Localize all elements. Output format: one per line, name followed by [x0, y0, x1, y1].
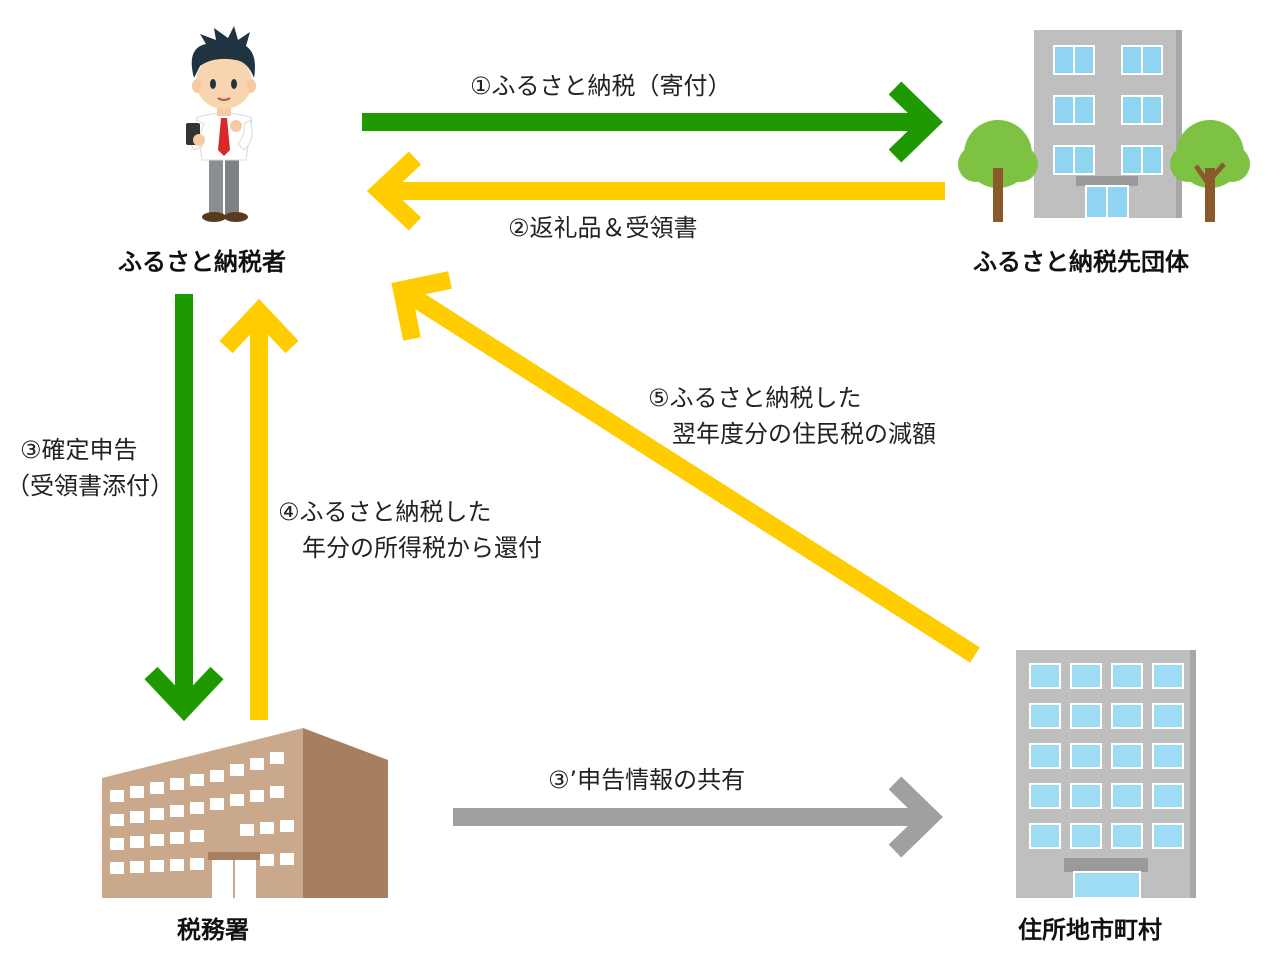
edge-label-e1: ①ふるさと納税（寄付）: [470, 68, 732, 104]
building-window: [1111, 743, 1143, 769]
arrow-e4: [219, 298, 299, 720]
building-window: [1029, 823, 1061, 849]
home-municipality-building-icon: [1016, 650, 1196, 899]
building-window: [1152, 783, 1184, 809]
building-window: [1070, 703, 1102, 729]
arrow-e5: [391, 271, 980, 663]
building-window: [1029, 743, 1061, 769]
arrow-e3: [144, 294, 224, 722]
building-window: [1111, 703, 1143, 729]
donee-building-icon: [1034, 30, 1182, 219]
edge-label-line: 年分の所得税から還付: [278, 534, 542, 562]
arrow-e3p: [453, 776, 943, 858]
building-window: [1070, 783, 1102, 809]
edge-label-line: ④ふるさと納税した: [278, 498, 492, 526]
edge-label-line: ⑤ふるさと納税した: [648, 384, 862, 412]
edge-label-line: ③確定申告: [20, 436, 138, 464]
edge-label-line: ③’申告情報の共有: [548, 766, 746, 794]
tree-icon: [958, 120, 1038, 222]
edge-label-e3p: ③’申告情報の共有: [548, 762, 745, 798]
building-window: [1029, 663, 1061, 689]
building-window: [1111, 663, 1143, 689]
tax-office-windows: [110, 752, 294, 874]
edge-label-line: ①ふるさと納税（寄付）: [470, 72, 732, 100]
building-window: [1152, 663, 1184, 689]
edge-label-e4: ④ふるさと納税した 年分の所得税から還付: [278, 494, 542, 566]
edge-label-line: ②返礼品＆受領書: [508, 214, 698, 242]
building-window: [1029, 783, 1061, 809]
building-window: [1029, 703, 1061, 729]
tree-icon: [1170, 120, 1250, 222]
edge-label-e2: ②返礼品＆受領書: [508, 210, 698, 246]
building-window: [1152, 703, 1184, 729]
node-label-home-municipality: 住所地市町村: [1018, 916, 1162, 944]
edge-label-e5: ⑤ふるさと納税した 翌年度分の住民税の減額: [648, 380, 936, 452]
edge-label-line: 翌年度分の住民税の減額: [648, 420, 936, 448]
building-window: [1111, 783, 1143, 809]
node-label-donee-municipality: ふるさと納税先団体: [973, 248, 1189, 276]
building-window: [1152, 823, 1184, 849]
arrow-e1: [362, 81, 943, 163]
node-label-taxpayer: ふるさと納税者: [118, 248, 286, 276]
arrow-e2: [366, 151, 945, 231]
edge-label-e3: ③確定申告 （受領書添付）: [6, 432, 174, 504]
building-window: [1070, 663, 1102, 689]
node-label-tax-office: 税務署: [177, 916, 249, 944]
building-window: [1070, 823, 1102, 849]
building-window: [1070, 743, 1102, 769]
edge-label-line: （受領書添付）: [6, 472, 174, 500]
building-window: [1111, 823, 1143, 849]
taxpayer-person-icon: [186, 26, 256, 222]
building-window: [1152, 743, 1184, 769]
tax-office-building-icon: [102, 728, 388, 898]
